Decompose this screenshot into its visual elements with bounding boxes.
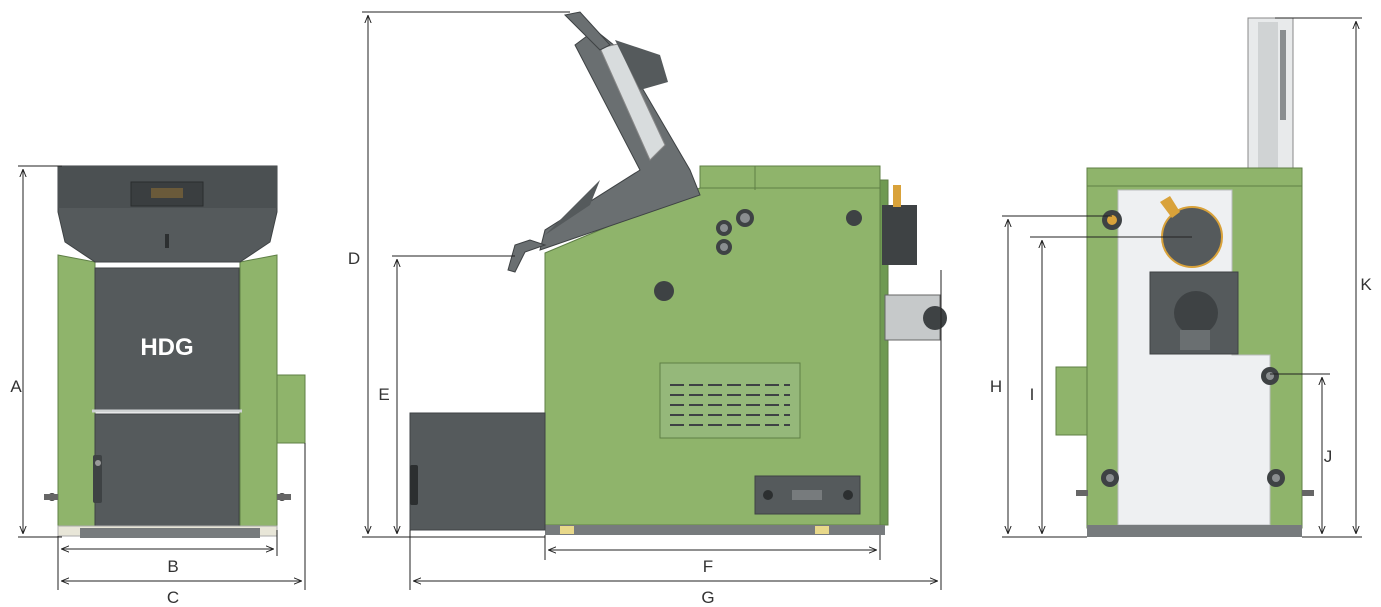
temperature-sensor-icon — [893, 185, 901, 207]
pipe-connector-icon — [716, 209, 754, 255]
brand-logo: HDG — [140, 334, 193, 361]
vent-grille — [670, 384, 790, 426]
pipe-connector-icon — [44, 493, 291, 501]
dimension-label-f: F — [703, 557, 713, 576]
door-handle-icon — [410, 465, 418, 505]
dimension-label-i: I — [1030, 385, 1035, 404]
front-view: HDG — [44, 165, 306, 538]
dimension-label-c: C — [167, 588, 179, 607]
door-handle-icon — [93, 455, 102, 503]
dimension-label-e: E — [378, 385, 389, 404]
dimension-label-b: B — [167, 557, 178, 576]
side-dimensions: D E F G — [348, 11, 942, 607]
dimension-label-h: H — [990, 377, 1002, 396]
dimension-label-k: K — [1360, 275, 1372, 294]
front-dimensions: A B C — [10, 165, 306, 607]
temperature-sensor-icon — [1160, 196, 1180, 218]
dimension-label-d: D — [348, 249, 360, 268]
pipe-connector-icon — [1076, 210, 1314, 496]
dimension-label-j: J — [1324, 447, 1333, 466]
side-view — [398, 11, 950, 535]
dimension-label-g: G — [701, 588, 714, 607]
dimension-label-a: A — [10, 377, 22, 396]
rear-dimensions: H I J K — [990, 17, 1372, 538]
rear-view — [1055, 17, 1314, 537]
